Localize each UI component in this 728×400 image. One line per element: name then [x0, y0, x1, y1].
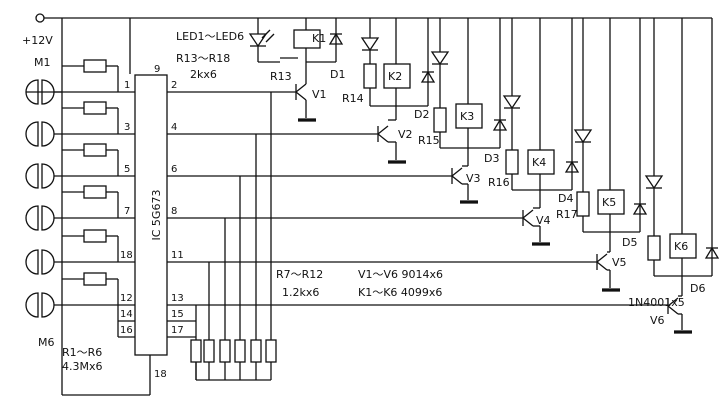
relay-stage-2 — [360, 18, 436, 164]
resistor-label: R16 — [488, 176, 510, 189]
touch-sensor-3 — [25, 143, 135, 189]
ic-5g673 — [134, 74, 168, 395]
relay-stage-1 — [248, 18, 344, 122]
touch-sensor-6 — [25, 272, 135, 338]
pin-label: 4 — [171, 122, 177, 133]
pin-label: 18 — [120, 250, 133, 261]
resistor-label: R15 — [418, 134, 440, 147]
sensor-label: M1 — [34, 56, 51, 69]
pin-label: 2 — [171, 80, 177, 91]
relay-icon — [455, 103, 483, 129]
relay-label: K4 — [532, 156, 546, 169]
relay-icon — [293, 29, 321, 49]
r13-value-label: 2kx6 — [190, 68, 217, 81]
led-icon — [502, 95, 522, 110]
led-icon — [573, 129, 593, 144]
pin-label: 15 — [171, 309, 184, 320]
relay-label: K1 — [312, 32, 326, 45]
resistor-label: R14 — [342, 92, 364, 105]
relay-stage-5 — [573, 18, 648, 292]
diode-icon — [420, 70, 436, 83]
pin-label: 13 — [171, 293, 184, 304]
relay-label: K6 — [674, 240, 688, 253]
diode-label: D6 — [690, 282, 705, 295]
pin-label: 5 — [124, 164, 130, 175]
pin-label: 17 — [171, 325, 184, 336]
resistor-label: R13 — [270, 70, 292, 83]
transistor-type-label: V1～V6 9014x6 — [358, 268, 443, 281]
pin-label: 9 — [154, 64, 160, 75]
diode-label: D1 — [330, 68, 345, 81]
relay-type-label: K1～K6 4099x6 — [358, 286, 442, 299]
relay-stage-3 — [430, 18, 508, 204]
relay-stage-4 — [502, 18, 580, 246]
led-icon — [644, 175, 664, 190]
touch-sensor-5 — [25, 229, 135, 275]
resistor-bank-r7-r12 — [190, 92, 277, 381]
diode-label: D4 — [558, 192, 573, 205]
pin-label: 3 — [124, 122, 130, 133]
relay-icon — [597, 189, 625, 215]
led-range-label: LED1～LED6 — [176, 30, 244, 43]
transistor-label: V1 — [312, 88, 327, 101]
pin-label: 16 — [120, 325, 133, 336]
pin-label: 1 — [124, 80, 130, 91]
relay-label: K3 — [460, 110, 474, 123]
pin-label: 11 — [171, 250, 184, 261]
transistor-label: V5 — [612, 256, 627, 269]
ic-label: IC 5G673 — [150, 190, 163, 241]
led-icon — [430, 51, 450, 66]
ic-output-lines — [167, 91, 668, 380]
diode-icon — [632, 202, 648, 215]
relay-stage-6 — [644, 17, 720, 334]
diode-icon — [564, 160, 580, 173]
relay-icon — [669, 233, 697, 259]
diode-label: D2 — [414, 108, 429, 121]
pin-label: 6 — [171, 164, 177, 175]
diode-type-label: 1N4001x5 — [628, 296, 685, 309]
supply-label: +12V — [22, 34, 53, 47]
sensor-label: M6 — [38, 336, 55, 349]
diode-icon — [492, 118, 508, 131]
transistor-label: V2 — [398, 128, 413, 141]
transistor-label: V6 — [650, 314, 665, 327]
relay-icon — [527, 149, 555, 175]
pin-label: 7 — [124, 206, 130, 217]
pin-label: 12 — [120, 293, 133, 304]
resistor-label: R17 — [556, 208, 578, 221]
supply-terminal — [35, 13, 45, 23]
diode-icon — [328, 32, 344, 45]
r1-value-label: 4.3Mx6 — [62, 360, 103, 373]
pin-label: 8 — [171, 206, 177, 217]
pin-label: 18 — [154, 369, 167, 380]
touch-sensor-2 — [25, 101, 135, 147]
transistor-label: V4 — [536, 214, 551, 227]
supply-rail — [35, 13, 690, 396]
led-icon — [360, 37, 380, 52]
diode-label: D5 — [622, 236, 637, 249]
relay-label: K5 — [602, 196, 616, 209]
touch-sensor-4 — [25, 185, 135, 231]
r13-range-label: R13～R18 — [176, 52, 230, 65]
relay-label: K2 — [388, 70, 402, 83]
r7-range-label: R7～R12 — [276, 268, 323, 281]
diode-icon — [704, 246, 720, 259]
pin-label: 14 — [120, 309, 133, 320]
transistor-label: V3 — [466, 172, 481, 185]
relay-icon — [383, 63, 411, 89]
touch-sensor-1 — [25, 59, 135, 105]
r7-value-label: 1.2kx6 — [282, 286, 319, 299]
led-icon — [248, 33, 268, 48]
diode-label: D3 — [484, 152, 499, 165]
r1-range-label: R1～R6 — [62, 346, 102, 359]
